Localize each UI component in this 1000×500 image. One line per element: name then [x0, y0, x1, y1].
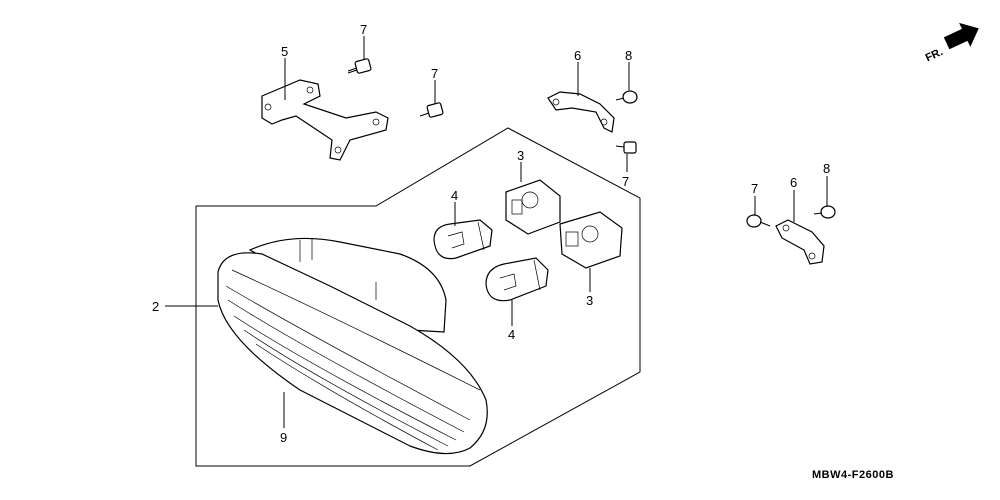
callout-bolt-right-upper-lower: 7: [622, 174, 629, 189]
assembly-outline: [195, 127, 641, 467]
leader-lines: [165, 36, 828, 428]
screw-right-upper: [615, 90, 638, 104]
taillight-unit: [248, 237, 447, 333]
callout-bulb-upper: 4: [451, 188, 458, 203]
bulb-upper: [433, 219, 493, 260]
callout-bracket-far-right: 6: [790, 175, 797, 190]
socket-lower: [559, 211, 623, 269]
screw-far-right: [813, 205, 836, 219]
callout-bulb-lower: 4: [508, 327, 515, 342]
bracket-left: [261, 79, 389, 161]
front-direction-indicator: FR.: [924, 22, 979, 64]
front-direction-label: FR.: [924, 46, 945, 64]
bracket-far-right: [775, 219, 825, 265]
callout-bolt-top-a: 7: [360, 22, 367, 37]
callout-bolt-top-b: 7: [431, 66, 438, 81]
drawing-code: MBW4-F2600B: [812, 469, 894, 481]
callout-screw-far-right: 8: [823, 161, 830, 176]
bracket-right-upper: [547, 91, 615, 133]
callout-bracket-right-upper: 6: [574, 48, 581, 63]
callout-bracket-left: 5: [281, 44, 288, 59]
socket-upper: [505, 179, 561, 235]
bolt-right-upper-lower: [615, 141, 637, 154]
callout-screw-right-upper: 8: [625, 48, 632, 63]
bulb-lower: [485, 257, 549, 302]
callout-lens: 9: [280, 430, 287, 445]
taillight-lens: [217, 252, 488, 455]
callout-socket-upper: 3: [517, 148, 524, 163]
bolt-far-right: [746, 214, 771, 228]
callout-taillight-unit: 2: [152, 299, 159, 314]
callout-socket-lower: 3: [586, 293, 593, 308]
bolt-top-a: [347, 58, 372, 74]
bolt-top-b: [419, 102, 444, 118]
callout-bolt-far-right: 7: [751, 181, 758, 196]
